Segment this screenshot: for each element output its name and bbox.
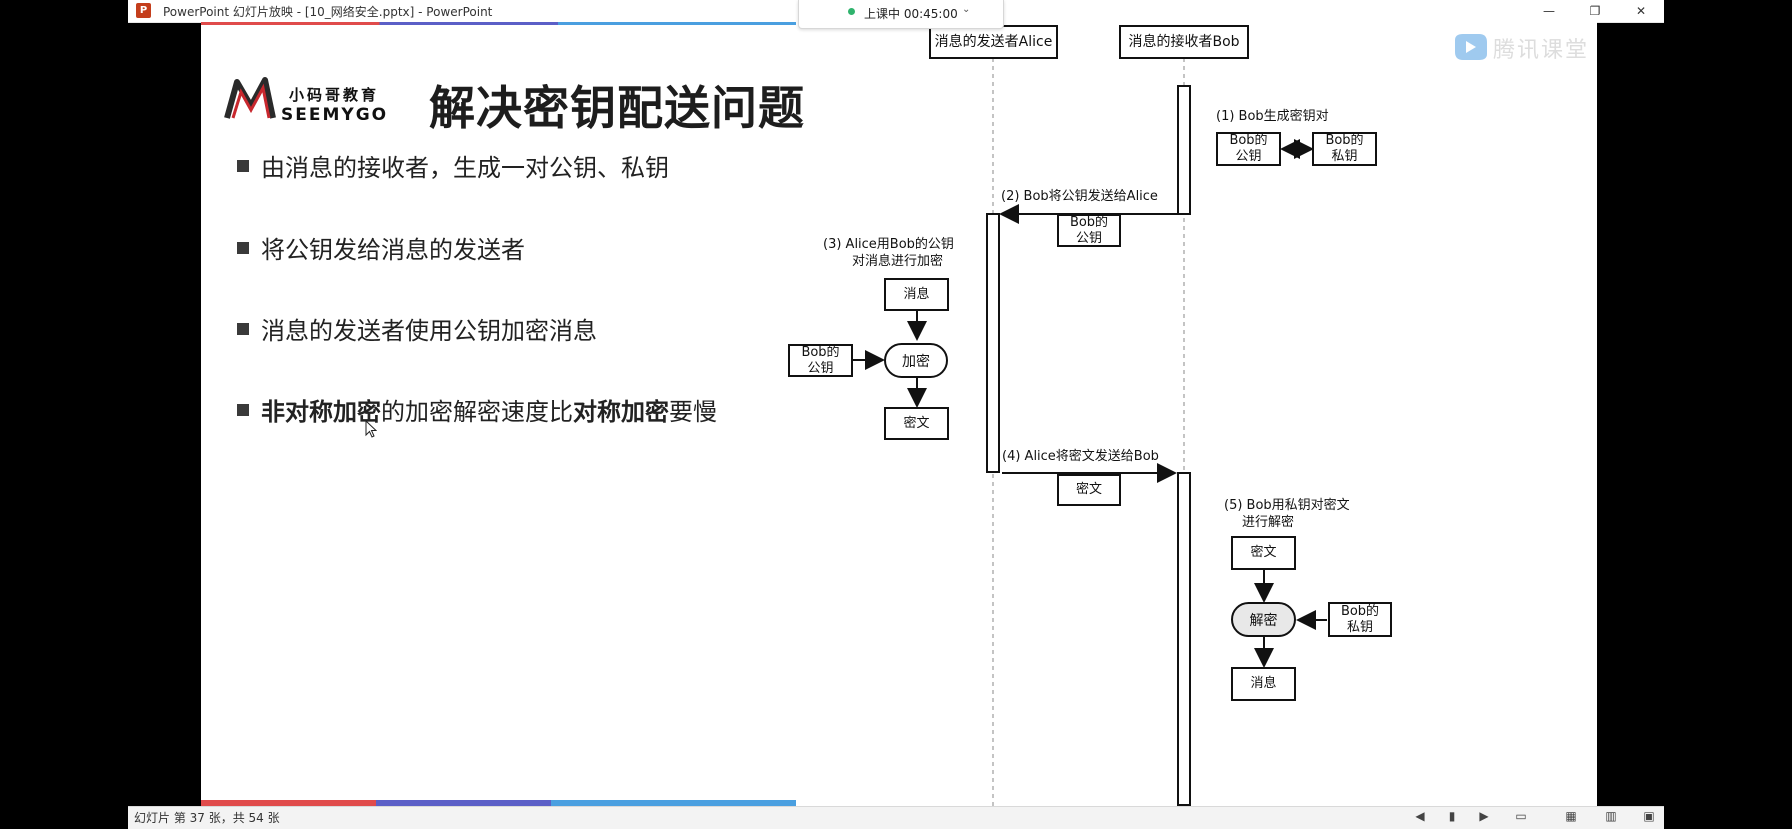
close-button[interactable]: ✕ — [1635, 4, 1647, 18]
bullet-2: 将公钥发给消息的发送者 — [237, 230, 525, 265]
step2-public-key-box: Bob的公钥 — [1057, 214, 1121, 247]
bullet-1: 由消息的接收者，生成一对公钥、私钥 — [237, 148, 669, 183]
logo-text-en: SEEMYGO — [281, 105, 389, 125]
stripe-blue — [376, 800, 551, 806]
step2-label: (2) Bob将公钥发送给Alice — [1001, 189, 1158, 204]
powerpoint-icon: P — [136, 3, 151, 18]
tencent-classroom-icon — [1455, 34, 1487, 60]
status-bar — [128, 806, 1664, 829]
slideshow-icon[interactable]: ▣ — [1643, 809, 1655, 823]
receiver-lifeline-header: 消息的接收者Bob — [1119, 25, 1249, 59]
bullet-4: 非对称加密的加密解密速度比对称加密要慢 — [237, 392, 717, 427]
bullet-3: 消息的发送者使用公钥加密消息 — [237, 311, 597, 346]
chevron-down-icon[interactable]: ⌄ — [962, 4, 971, 15]
bob-public-key-box: Bob的公钥 — [1216, 132, 1281, 166]
live-status-dot — [848, 8, 855, 15]
top-stripe — [201, 22, 796, 25]
stripe-red — [201, 800, 376, 806]
message-box-1: 消息 — [884, 278, 949, 311]
bob-activation-1 — [1177, 85, 1191, 215]
alice-activation — [986, 213, 1000, 473]
slide-counter: 幻灯片 第 37 张，共 54 张 — [134, 811, 280, 825]
decrypt-oval: 解密 — [1231, 602, 1296, 637]
seemygo-logo-icon — [224, 77, 276, 119]
slide-sorter-icon[interactable]: ▮ — [1448, 809, 1456, 823]
next-slide-icon[interactable]: ▶ — [1479, 809, 1489, 823]
ciphertext-box-2: 密文 — [1231, 536, 1296, 570]
normal-view-icon[interactable]: ▭ — [1515, 809, 1527, 823]
bob-activation-2 — [1177, 472, 1191, 806]
mouse-cursor-icon — [365, 420, 377, 438]
step3-label: (3) Alice用Bob的公钥对消息进行加密 — [823, 237, 954, 269]
previous-slide-icon[interactable]: ◀ — [1415, 809, 1425, 823]
class-timer-label: 上课中 00:45:00 — [864, 7, 958, 21]
message-box-2: 消息 — [1231, 667, 1296, 701]
minimize-button[interactable]: — — [1543, 4, 1555, 18]
grid-view-icon[interactable]: ▦ — [1565, 809, 1577, 823]
reading-view-icon[interactable]: ▥ — [1605, 809, 1617, 823]
slide-title: 解决密钥配送问题 — [429, 81, 805, 135]
step5-label: (5) Bob用私钥对密文进行解密 — [1224, 498, 1350, 530]
tencent-classroom-watermark: 腾讯课堂 — [1493, 38, 1590, 63]
class-timer[interactable] — [798, 0, 1004, 29]
step1-label: (1) Bob生成密钥对 — [1216, 109, 1329, 124]
bob-private-key-box: Bob的私钥 — [1312, 132, 1377, 166]
window-title: PowerPoint 幻灯片放映 - [10_网络安全.pptx] - Powe… — [163, 5, 493, 19]
ciphertext-box-1: 密文 — [884, 407, 949, 440]
step4-ciphertext-box: 密文 — [1057, 474, 1121, 506]
alice-bob-public-key-box: Bob的公钥 — [788, 344, 853, 377]
restore-button[interactable]: ❐ — [1589, 4, 1601, 18]
step4-label: (4) Alice将密文发送给Bob — [1002, 449, 1159, 464]
logo-text-cn: 小码哥教育 — [289, 86, 380, 104]
slide-canvas: 小码哥教育 SEEMYGO 解决密钥配送问题 由消息的接收者，生成一对公钥、私钥… — [201, 22, 1597, 806]
stripe-cyan — [551, 800, 796, 806]
bob-private-key-box-2: Bob的私钥 — [1328, 602, 1392, 637]
encrypt-oval: 加密 — [884, 343, 948, 378]
sender-lifeline-header: 消息的发送者Alice — [929, 25, 1058, 59]
